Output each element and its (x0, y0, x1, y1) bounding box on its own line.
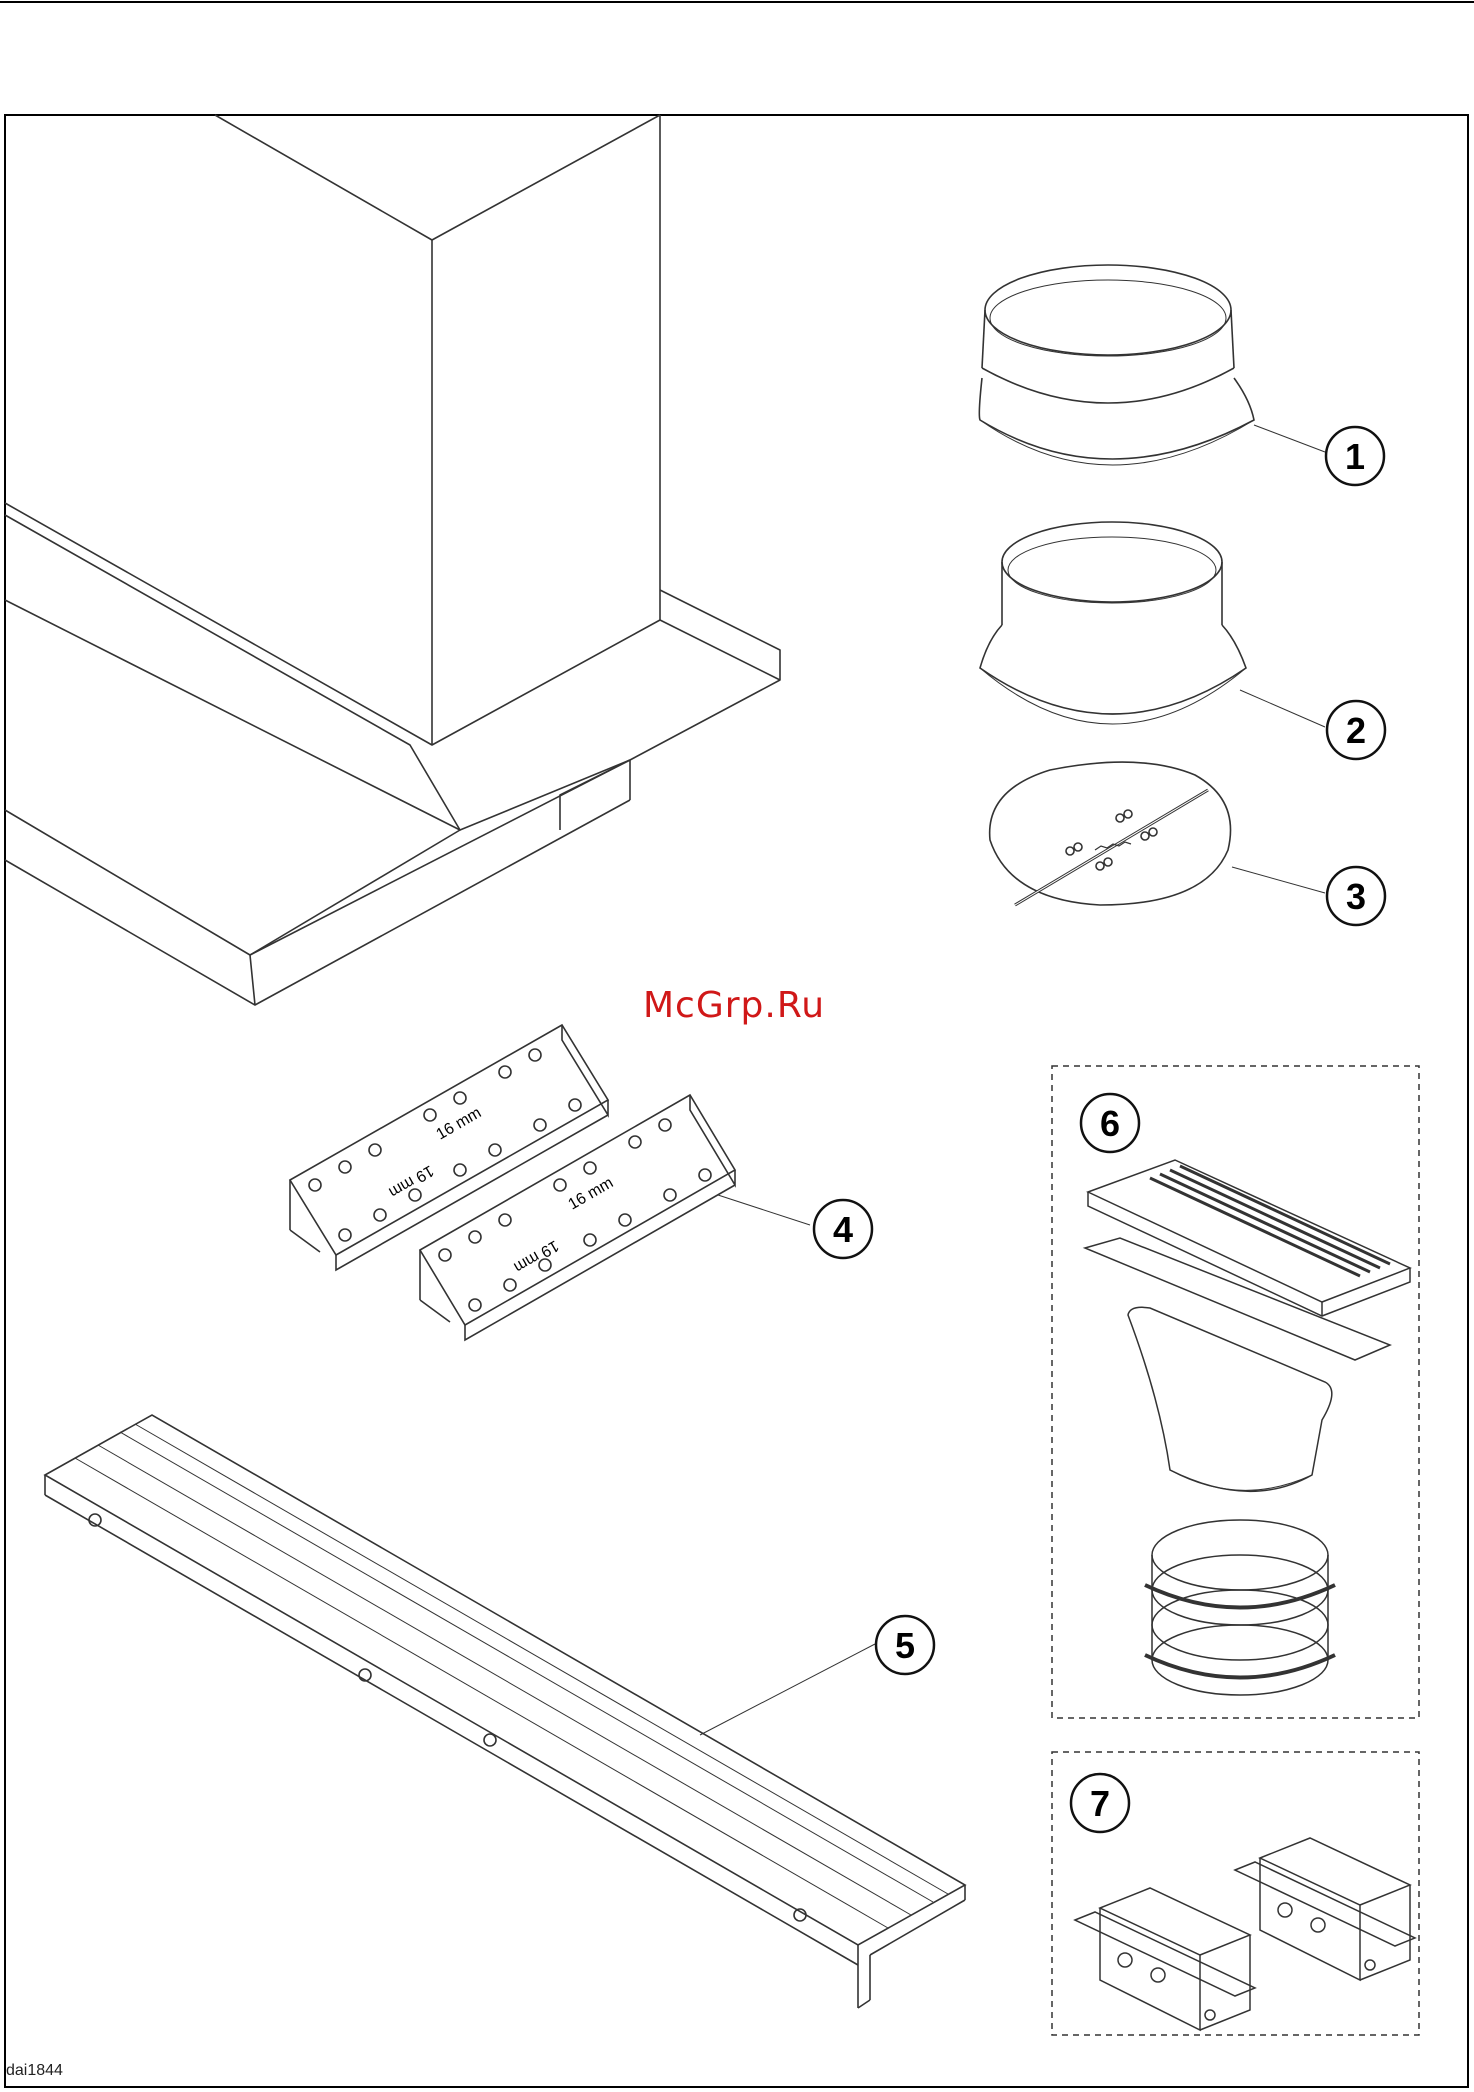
callout-4-leader (718, 1195, 810, 1225)
callout-5-leader (700, 1644, 875, 1735)
callout-1-label: 1 (1345, 436, 1365, 477)
bracket-b-16mm-label: 16 mm (566, 1174, 617, 1213)
callout-4: 4 (814, 1200, 872, 1258)
bracket-b-19mm-label: 19 mm (511, 1237, 562, 1276)
part-7-clips (1075, 1838, 1415, 2030)
callout-5-label: 5 (895, 1625, 915, 1666)
part-3-flap (990, 762, 1231, 905)
callout-7: 7 (1071, 1774, 1129, 1832)
bracket-a-19mm-label: 19 mm (386, 1162, 437, 1201)
callout-2-label: 2 (1346, 710, 1366, 751)
callout-6: 6 (1081, 1094, 1139, 1152)
callout-3-label: 3 (1346, 876, 1366, 917)
callout-6-label: 6 (1100, 1103, 1120, 1144)
callout-2-leader (1240, 690, 1325, 727)
part-2-reducer (980, 522, 1246, 724)
part-6-kit (1085, 1160, 1410, 1695)
callout-2: 2 (1327, 701, 1385, 759)
part-1-collar (979, 265, 1254, 465)
callout-1: 1 (1326, 427, 1384, 485)
hood-body (5, 115, 780, 1005)
part-5-strip (45, 1415, 965, 2008)
callout-1-leader (1254, 425, 1325, 452)
callout-3-leader (1232, 867, 1325, 893)
bracket-a-16mm-label: 16 mm (434, 1104, 485, 1143)
callout-3: 3 (1327, 867, 1385, 925)
watermark-text: McGrp.Ru (643, 985, 825, 1026)
document-code: dai1844 (6, 2062, 63, 2080)
callout-5: 5 (876, 1616, 934, 1674)
part-6-box (1052, 1066, 1419, 1718)
callout-7-label: 7 (1090, 1783, 1110, 1824)
callout-4-label: 4 (833, 1209, 853, 1250)
figure-frame (5, 115, 1468, 2087)
